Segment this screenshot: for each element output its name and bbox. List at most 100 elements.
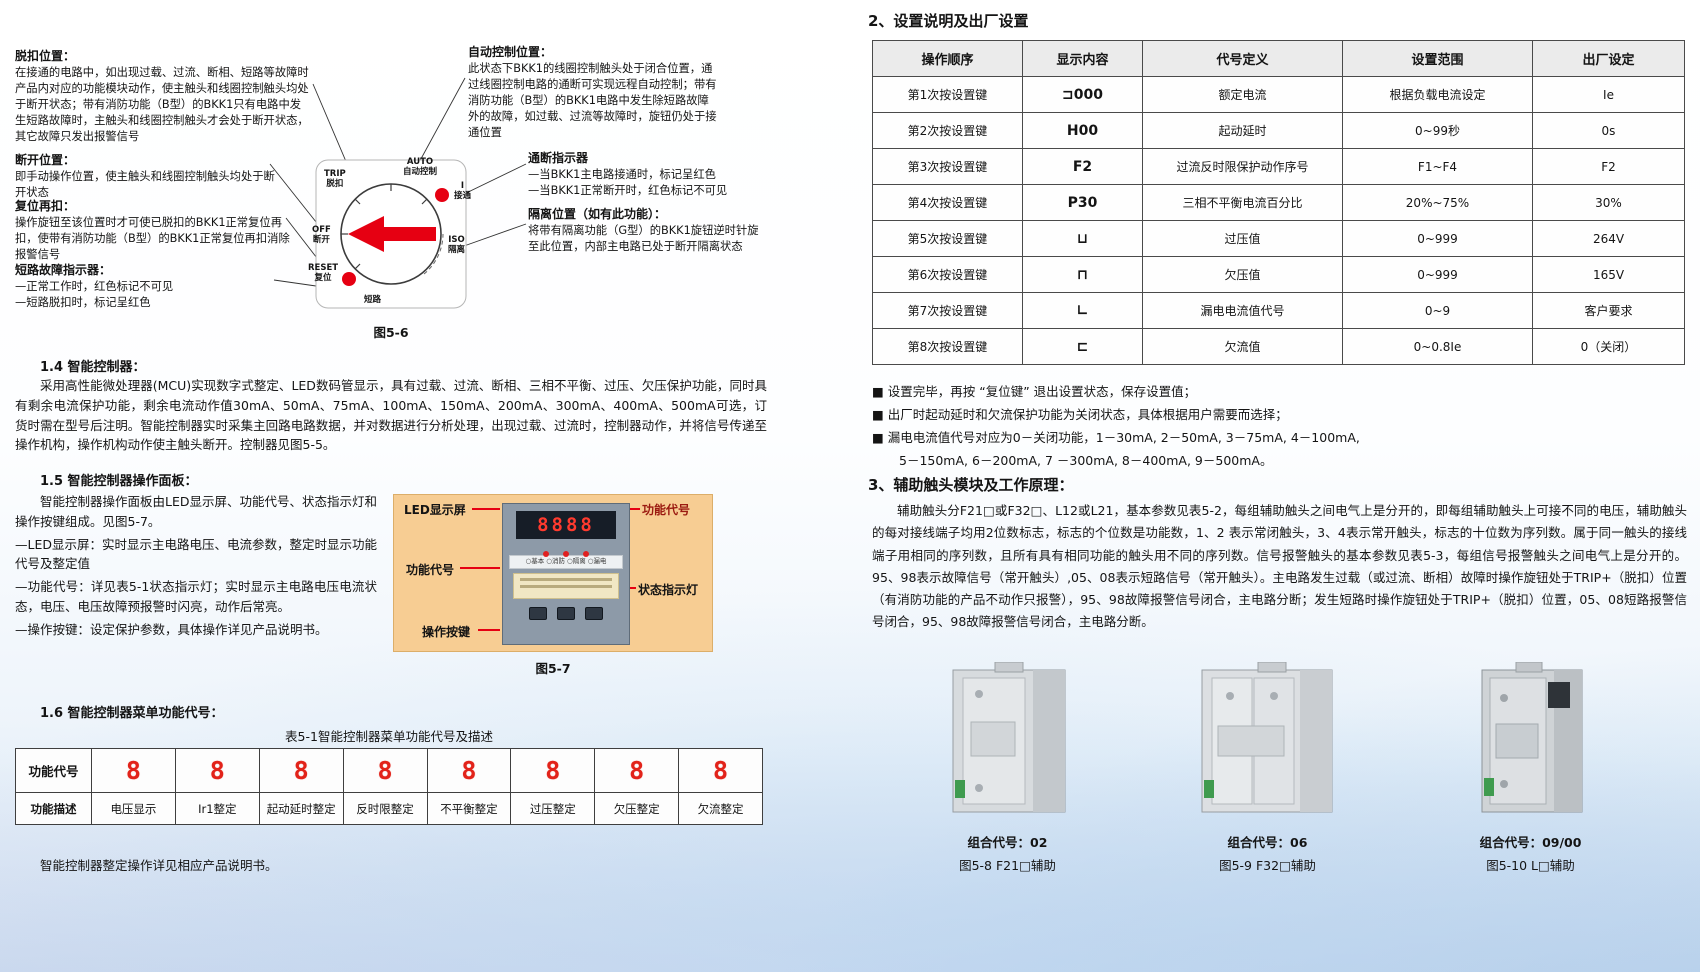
table-row: 第6次按设置键 ⊓ 欠压值 0~999 165V [872,256,1685,293]
cell: 第7次按设置键 [872,292,1023,329]
cell: 第6次按设置键 [872,256,1023,293]
callout-title: 短路故障指示器： [15,263,112,277]
cell: ⊐000 [1022,76,1143,113]
figure-5-7-panel: LED显示屏 功能代号 功能代号 状态指示灯 操作按键 8888 ○基本 ○消防… [393,494,713,652]
row-header: 功能代号 [15,748,92,793]
cell: F1~F4 [1342,148,1533,185]
figure-5-7-caption: 图5-7 [535,661,571,676]
on-indicator-dot-icon [435,188,449,202]
section-3-body: 辅助触头分F21□或F32□、L12或L21，基本参数见表5-2，每组辅助触头之… [872,503,1687,630]
figure-5-6-diagram: 脱扣位置： 在接通的电路中，如出现过载、过流、断相、短路等故障时产品内对应的功能… [10,42,770,356]
cell: 0s [1532,112,1685,149]
led-display: 8888 [516,511,616,539]
cell: 第1次按设置键 [872,76,1023,113]
note: 5－150mA, 6－200mA, 7 －300mA, 8－400mA, 9－5… [899,453,1273,469]
operation-buttons [503,605,629,624]
code-cell: 8 [426,748,512,793]
cell: ⊏ [1022,328,1143,365]
column-header: 设置范围 [1342,40,1533,77]
section-2-heading: 2、设置说明及出厂设置 [868,12,1029,30]
warning-sticker [513,572,619,599]
callout-title: 脱扣位置： [15,49,76,63]
code-cell: 8 [342,748,428,793]
seven-segment-digit: 8 [209,756,225,785]
dial-pointer-icon [348,216,436,252]
cell: 20%~75% [1342,184,1533,221]
section-1-6-heading: 1.6 智能控制器菜单功能代号： [40,706,224,721]
dial-label-off: OFF 断开 [312,225,331,245]
short-circuit-dot-icon [342,272,356,286]
cell: 0~999 [1342,256,1533,293]
cell: ∟ [1022,292,1143,329]
cell: P30 [1022,184,1143,221]
settings-notes: ■ 设置完毕，再按 “复位键” 退出设置状态，保存设置值； ■ 出厂时起动延时和… [872,380,1684,473]
table-row: 第2次按设置键 H00 起动延时 0~99秒 0s [872,112,1685,149]
auxiliary-modules-row: 组合代号：02 图5-8 F21□辅助 组合代号：06 图5-9 F32□辅助 [868,661,1693,892]
paragraph: —功能代号：详见表5-1状态指示灯；实时显示主电路电压电流状态，电压、电压故障预… [15,579,377,614]
seven-segment-digit: 8 [293,756,309,785]
module-caption: 图5-8 F21□辅助 [959,858,1056,873]
note: ■ 设置完毕，再按 “复位键” 退出设置状态，保存设置值； [872,384,1197,399]
dial-label-auto: AUTO 自动控制 [402,157,437,177]
cell: 0~0.8Ie [1342,328,1533,365]
callout-title: 通断指示器 [528,151,589,165]
callout-off-position: 断开位置： 即手动操作位置，使主触头和线圈控制触头均处于断开状态 [15,152,283,201]
section-1-4-heading: 1.4 智能控制器： [40,360,146,375]
section-3-heading: 3、辅助触头模块及工作原理： [868,476,1074,494]
cell: 第4次按设置键 [872,184,1023,221]
cell: H00 [1022,112,1143,149]
table-5-1-title: 表5-1智能控制器菜单功能代号及描述 [285,729,493,744]
section-1-4-body: 采用高性能微处理器(MCU)实现数字式整定、LED数码管显示，具有过载、过流、断… [15,378,767,453]
row-header: 功能描述 [15,792,92,825]
module-caption: 图5-10 L□辅助 [1486,858,1575,873]
note: ■ 漏电电流值代号对应为0－关闭功能，1－30mA, 2－50mA, 3－75m… [872,430,1360,446]
cell: 根据负载电流设定 [1342,76,1533,113]
seven-segment-digit: 8 [545,756,561,785]
label-status-indicators: 状态指示灯 [638,583,699,597]
callout-title: 断开位置： [15,153,76,167]
module-caption: 图5-9 F32□辅助 [1219,858,1316,873]
desc-cell: 欠流整定 [678,792,763,825]
controller-panel-photo: 8888 ○基本 ○消防 ○隔离 ○漏电 [502,503,630,645]
section-1-5-heading: 1.5 智能控制器操作面板： [40,474,198,489]
callout-auto-position: 自动控制位置： 此状态下BKK1的线圈控制触头处于闭合位置，通过线圈控制电路的通… [468,44,718,141]
table-row: 第3次按设置键 F2 过流反时限保护动作序号 F1~F4 F2 [872,148,1685,185]
module-figure-5-10: 组合代号：09/00 图5-10 L□辅助 [1413,661,1648,874]
label-operation-keys: 操作按键 [422,625,471,639]
seven-segment-digit: 8 [713,756,729,785]
desc-cell: 欠压整定 [594,792,680,825]
callout-body: 在接通的电路中，如出现过载、过流、断相、短路等故障时产品内对应的功能模块动作，使… [15,65,309,143]
module-figure-5-9: 组合代号：06 图5-9 F32□辅助 [1150,661,1385,874]
paragraph: —操作按键：设定保护参数，具体操作详见产品说明书。 [15,621,328,637]
cell: 客户要求 [1532,292,1685,329]
right-column: 2、设置说明及出厂设置 操作顺序 显示内容 代号定义 设置范围 出厂设定 第1次… [868,0,1693,972]
desc-cell: 不平衡整定 [426,792,512,825]
code-cell: 8 [91,748,176,793]
paragraph: —LED显示屏：实时显示主电路电压、电流参数，整定时显示功能代号及整定值 [15,536,377,572]
callout-body: 此状态下BKK1的线圈控制触头处于闭合位置，通过线圈控制电路的通断可实现远程自动… [468,61,717,139]
module-photo [952,661,1065,813]
desc-cell: 反时限整定 [342,792,428,825]
dial-label-iso: ISO 隔离 [448,235,466,255]
indicator-labels: ○基本 ○消防 ○隔离 ○漏电 [509,555,623,569]
cell: 欠压值 [1142,256,1343,293]
callout-short-circuit-indicator: 短路故障指示器： —正常工作时，红色标记不可见 —短路脱扣时，标记呈红色 [15,262,301,311]
seven-segment-digit: 8 [629,756,645,785]
table-row: 功能代号 8 8 8 8 8 8 8 8 [15,748,763,793]
module-code: 组合代号：09/00 [1479,835,1582,850]
cell: 第2次按设置键 [872,112,1023,149]
leader-line [478,629,500,631]
figure-5-6-caption: 图5-6 [373,325,409,340]
leader-line [624,587,636,589]
cell: 0~9 [1342,292,1533,329]
module-photo [1201,661,1332,813]
cell: 165V [1532,256,1685,293]
paragraph: 智能控制器操作面板由LED显示屏、功能代号、状态指示灯和操作按键组成。见图5-7… [15,494,377,529]
callout-body: —当BKK1主电路接通时，标记呈红色 —当BKK1正常断开时，红色标记不可见 [528,167,728,197]
cell: 欠流值 [1142,328,1343,365]
code-cell: 8 [258,748,344,793]
table-row: 第5次按设置键 ⊔ 过压值 0~999 264V [872,220,1685,257]
cell: 30% [1532,184,1685,221]
cell: F2 [1532,148,1685,185]
